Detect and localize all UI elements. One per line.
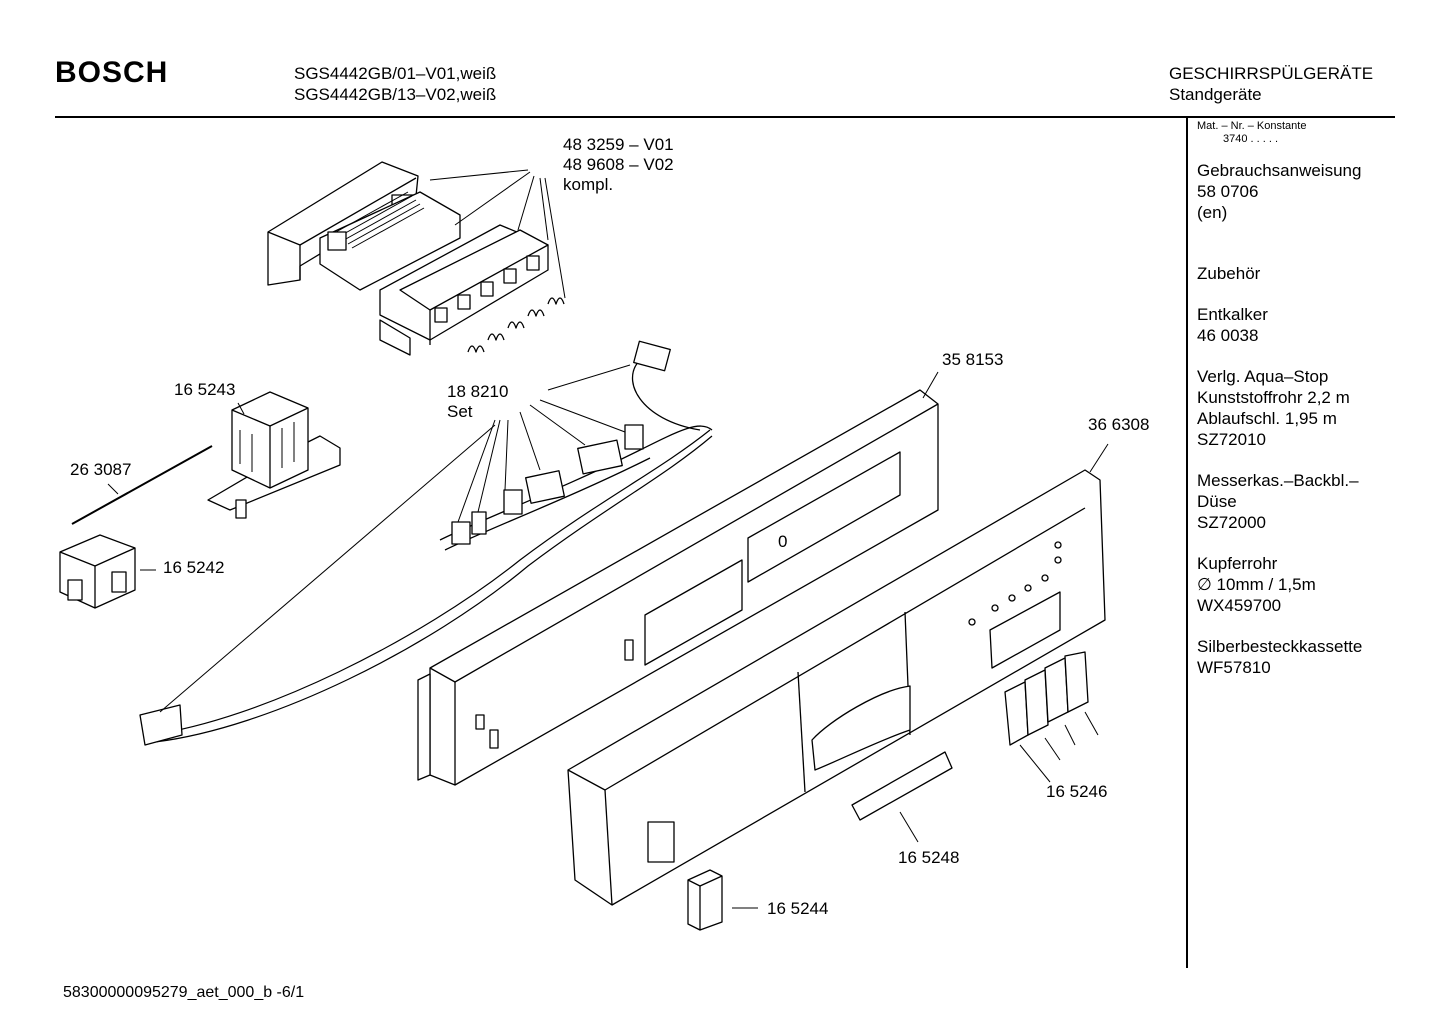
block-title: Messerkas.–Backbl.– xyxy=(1197,471,1359,490)
label-line: 48 9608 – V02 xyxy=(563,155,674,174)
block-line: 46 0038 xyxy=(1197,326,1259,345)
block-line: Ablaufschl. 1,95 m xyxy=(1197,409,1337,428)
label-line: Set xyxy=(447,402,473,421)
label-16-5248: 16 5248 xyxy=(898,848,960,867)
sidebar-block-cutlery-basket: Silberbesteckkassette WF57810 xyxy=(1197,636,1427,678)
sidebar: Mat. – Nr. – Konstante 3740 . . . . . Ge… xyxy=(1197,120,1427,678)
harness-leader-lines xyxy=(159,364,631,713)
display-digit: 0 xyxy=(778,532,788,551)
label-26-3087: 26 3087 xyxy=(70,460,132,479)
label-line: kompl. xyxy=(563,175,614,194)
block-line: ∅ 10mm / 1,5m xyxy=(1197,575,1316,594)
category-title: GESCHIRRSPÜLGERÄTE xyxy=(1169,64,1374,83)
block-title: Silberbesteckkassette xyxy=(1197,637,1363,656)
block-title: Gebrauchsanweisung xyxy=(1197,161,1362,180)
label-16-5244: 16 5244 xyxy=(767,899,829,918)
block-title: Kupferrohr xyxy=(1197,554,1278,573)
exploded-view-drawing xyxy=(59,161,1109,931)
control-board-part xyxy=(267,161,565,356)
mat-label: Mat. – Nr. – Konstante xyxy=(1197,120,1307,132)
block-line: Kunststoffrohr 2,2 m xyxy=(1197,388,1350,407)
label-35-8153: 35 8153 xyxy=(942,350,1004,369)
buttons-16-5246-part xyxy=(1004,651,1099,783)
mat-value: 3740 . . . . . xyxy=(1223,133,1279,145)
block-line: 58 0706 xyxy=(1197,182,1259,201)
sidebar-block-aquastop: Verlg. Aqua–Stop Kunststoffrohr 2,2 m Ab… xyxy=(1197,366,1427,450)
product-category: GESCHIRRSPÜLGERÄTE Standgeräte xyxy=(1169,63,1373,105)
label-control-board: 48 3259 – V01 48 9608 – V02 kompl. xyxy=(563,135,674,195)
front-panel-part xyxy=(567,443,1109,906)
rod-26-3087-part xyxy=(71,445,213,525)
model-numbers: SGS4442GB/01–V01,weiß SGS4442GB/13–V02,w… xyxy=(294,63,496,105)
block-line: WF57810 xyxy=(1197,658,1271,677)
label-harness: 18 8210 Set xyxy=(447,382,508,422)
strip-16-5248-part xyxy=(851,751,953,843)
document-footer: 58300000095279_aet_000_b -6/1 xyxy=(63,984,305,1001)
switch-16-5242-part xyxy=(59,534,156,609)
sidebar-block-knife-box: Messerkas.–Backbl.– Düse SZ72000 xyxy=(1197,470,1427,533)
label-line: 18 8210 xyxy=(447,382,509,401)
block-title: Zubehör xyxy=(1197,264,1261,283)
sidebar-block-accessories: Zubehör xyxy=(1197,263,1427,284)
label-16-5246: 16 5246 xyxy=(1046,782,1108,801)
switch-16-5243-part xyxy=(207,391,341,519)
model-line-2: SGS4442GB/13–V02,weiß xyxy=(294,85,497,104)
block-title: Entkalker xyxy=(1197,305,1268,324)
material-number: Mat. – Nr. – Konstante 3740 . . . . . xyxy=(1197,120,1427,146)
brand-logo: BOSCH xyxy=(55,56,169,89)
cable-harness-part xyxy=(139,340,713,746)
block-line: (en) xyxy=(1197,203,1228,222)
label-line: 48 3259 – V01 xyxy=(563,135,674,154)
block-line: SZ72010 xyxy=(1197,430,1266,449)
board-leader-lines xyxy=(429,169,566,299)
knob-16-5244-part xyxy=(687,869,758,931)
model-line-1: SGS4442GB/01–V01,weiß xyxy=(294,64,497,83)
block-line: Düse xyxy=(1197,492,1237,511)
category-subtitle: Standgeräte xyxy=(1169,85,1262,104)
label-16-5243: 16 5243 xyxy=(174,380,236,399)
inner-panel-part xyxy=(417,371,939,786)
sidebar-divider xyxy=(1186,118,1188,968)
sidebar-block-copper-pipe: Kupferrohr ∅ 10mm / 1,5m WX459700 xyxy=(1197,553,1427,616)
block-line: WX459700 xyxy=(1197,596,1282,615)
block-title: Verlg. Aqua–Stop xyxy=(1197,367,1329,386)
sidebar-block-manual: Gebrauchsanweisung 58 0706 (en) xyxy=(1197,160,1427,223)
sidebar-block-descaler: Entkalker 46 0038 xyxy=(1197,304,1427,346)
label-16-5242: 16 5242 xyxy=(163,558,225,577)
label-36-6308: 36 6308 xyxy=(1088,415,1150,434)
rod-leader xyxy=(107,483,119,495)
header-rule xyxy=(55,116,1395,118)
block-line: SZ72000 xyxy=(1197,513,1266,532)
